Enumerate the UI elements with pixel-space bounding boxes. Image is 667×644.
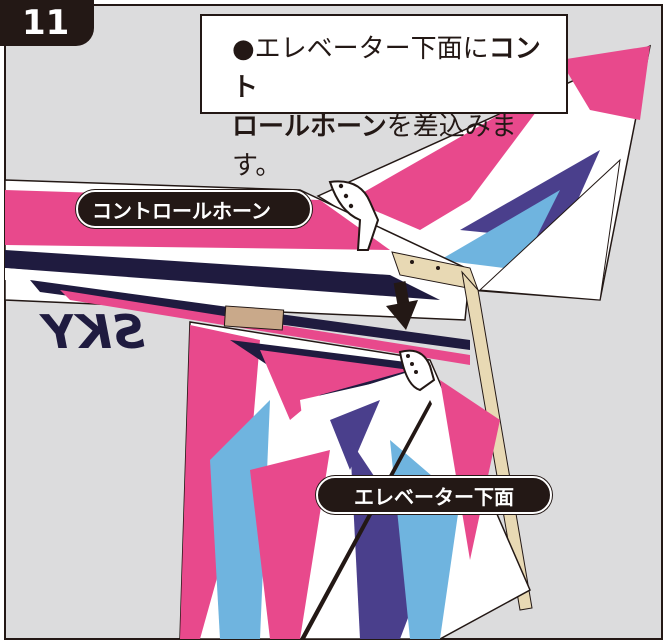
instruction-callout: ●エレベーター下面にコント ロールホーンを差込みます。 — [200, 14, 568, 181]
instruction-text-2: を差込みます。 — [232, 112, 517, 181]
instruction-text-1: ●エレベーター下面に — [232, 34, 489, 64]
vertical-fin — [316, 44, 652, 301]
elevator-underside-label: エレベーター下面 — [316, 476, 552, 514]
inserted-control-horn-icon — [398, 349, 436, 392]
step-number-badge: 11 — [0, 0, 94, 46]
control-horn-label: コントロールホーン — [76, 190, 312, 228]
instruction-bold-1: コント — [232, 34, 541, 103]
insert-arrow-icon — [386, 281, 418, 330]
wing-sky-text: SKY — [38, 305, 145, 359]
balsa-edge — [391, 251, 533, 611]
control-horn-icon — [328, 180, 380, 251]
instruction-bold-2: ロールホーン — [232, 112, 387, 142]
